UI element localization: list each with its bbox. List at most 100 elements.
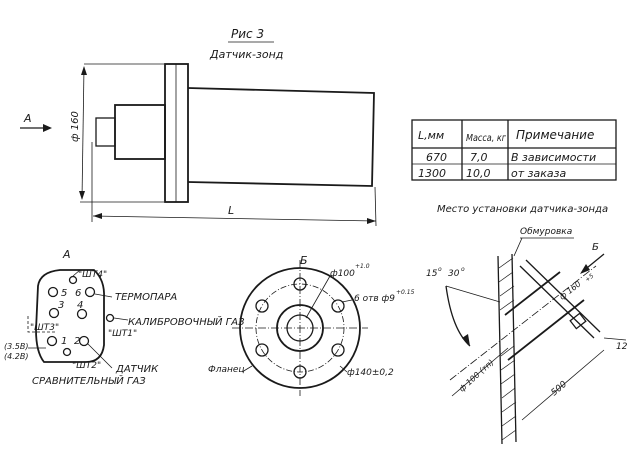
angle-degree: о <box>438 266 442 273</box>
voltage-label: (4.2В) <box>4 352 28 361</box>
diameter-label: ф 160 <box>70 111 81 142</box>
reference-port <box>62 347 72 357</box>
wall-edge-left <box>497 255 503 445</box>
thermocouple-leader <box>94 293 113 298</box>
dim-500-line <box>521 349 605 421</box>
length-ext-right <box>374 186 377 227</box>
bolt-hole <box>255 299 269 313</box>
table-cell-note: от заказа <box>511 167 566 180</box>
thermo-port <box>68 275 78 285</box>
pipe-axis <box>449 265 597 381</box>
bolt-hole <box>331 343 345 357</box>
pin-1 <box>46 335 58 347</box>
table-header-length: L,мм <box>418 129 444 142</box>
angle-degree: о <box>461 266 465 273</box>
pin-6 <box>84 286 96 298</box>
holes-tolerance: +0.15 <box>396 289 415 296</box>
inner-dia-tolerance: +1.0 <box>355 263 370 270</box>
angle-label-a: 15 <box>426 269 438 279</box>
inner-dia-leader <box>305 275 331 319</box>
flange-leader <box>241 365 253 373</box>
wall-hatching <box>498 257 517 441</box>
pipe-wall-upper <box>504 271 561 316</box>
pipe-dia-label: ф 160 <box>558 279 583 301</box>
pin-4 <box>76 308 88 320</box>
bolt-circle-label: ф140±0,2 <box>347 368 394 378</box>
sht4-label: "ШТ4" <box>78 270 107 280</box>
probe-flange <box>164 63 189 203</box>
flange-view-letter: Б <box>300 254 308 267</box>
connector-view-letter: А <box>62 248 71 261</box>
table-border <box>411 119 617 181</box>
view-b-letter: Б <box>592 242 599 253</box>
sht3-label: "ШТ3" <box>30 323 59 333</box>
bolt-hole <box>293 365 307 379</box>
table-cell-mass: 7,0 <box>470 151 488 164</box>
table-cell-mass: 10,0 <box>466 167 491 180</box>
lining-leader <box>513 237 523 257</box>
installation-title: Место установки датчика-зонда <box>437 204 608 215</box>
view-a-arrow-head <box>43 124 52 132</box>
dia-arrow-top <box>81 66 87 75</box>
hole-dia-line <box>451 347 509 397</box>
bolt-circle-leader <box>339 365 348 373</box>
pin-number: 5 <box>61 288 67 299</box>
length-label: L <box>228 204 234 217</box>
wall-edge-right <box>511 253 517 443</box>
holes-label: 6 отв ф9 <box>354 294 395 304</box>
dim-12-line <box>603 337 627 341</box>
probe-side-view: ф 160 А L <box>20 63 377 227</box>
angle-ray <box>445 285 501 303</box>
dia-arrow-bottom <box>79 191 85 200</box>
sht4-leader <box>72 269 81 277</box>
view-b-arrow-head <box>580 264 590 274</box>
table-header-note: Примечание <box>516 128 594 142</box>
table-cell-length: 670 <box>426 151 447 164</box>
table-cell-length: 1300 <box>418 167 446 180</box>
sht2-label: "ШТ2" <box>72 361 101 371</box>
pipe-flange-face <box>519 265 595 339</box>
pipe-flange <box>525 259 601 333</box>
table-cell-note: В зависимости <box>511 151 596 164</box>
view-a-letter: А <box>23 112 32 125</box>
pin-number: 1 <box>61 336 67 347</box>
connector-view: А 5 6 3 4 1 2 "ШТ4" ТЕРМОПАРА "ШТ3" КАЛИ… <box>4 248 245 387</box>
bolt-hole <box>293 277 307 291</box>
spec-table: L,мм Масса, кг Примечание 670 7,0 В зави… <box>411 119 617 181</box>
thermocouple-label: ТЕРМОПАРА <box>115 292 177 303</box>
pin-3 <box>48 307 60 319</box>
calibration-port <box>105 313 115 323</box>
probe-housing <box>114 104 166 160</box>
calibration-leader <box>113 317 129 321</box>
calibration-gas-label: КАЛИБРОВОЧНЫЙ ГАЗ <box>128 315 245 328</box>
sht1-label: "ШТ1" <box>108 329 137 339</box>
sensor-label: ДАТЧИК <box>115 364 159 375</box>
pipe-dia-tolerance: +5 <box>584 273 595 284</box>
dim-12-label: 12 <box>616 342 628 352</box>
length-arrow-right <box>367 218 376 224</box>
flange-label: Фланец <box>208 365 245 375</box>
pin-number: 2 <box>74 336 80 347</box>
flange-view: Б ф100 +1.0 6 отв ф9 +0.15 ф140±0,2 Флан… <box>208 254 415 396</box>
holes-leader <box>341 299 353 303</box>
length-dim-line <box>92 215 377 222</box>
installation-view: Место установки датчика-зонда 15 о <box>426 204 628 445</box>
probe-tube <box>187 87 375 187</box>
lining-label: Обмуровка <box>520 227 572 237</box>
pipe-end-cap <box>569 312 587 330</box>
sht3-wire <box>27 316 56 333</box>
pin-number: 3 <box>58 300 64 311</box>
angle-arrow <box>462 334 470 346</box>
sensor-leader <box>87 343 113 369</box>
figure-title: Датчик-зонд <box>209 48 283 61</box>
table-header-mass: Масса, кг <box>466 133 507 144</box>
angle-label-b: 30 <box>448 269 460 279</box>
pipe-wall-lower <box>507 299 585 361</box>
pin-2 <box>78 335 90 347</box>
hole-dia-label: ф 100 (тп) <box>457 358 495 394</box>
length-arrow-left <box>93 213 102 219</box>
bolt-hole <box>255 343 269 357</box>
pin-5 <box>47 286 59 298</box>
figure-number: Рис 3 <box>231 27 264 41</box>
pin-number: 6 <box>75 288 81 299</box>
